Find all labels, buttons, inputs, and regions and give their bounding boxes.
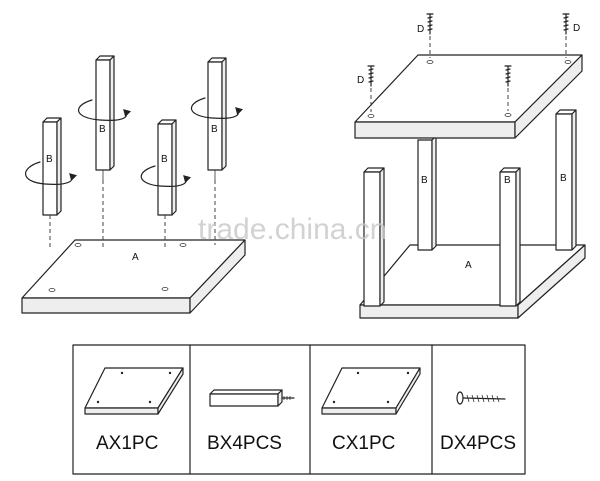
screw-icon <box>368 65 374 87</box>
legend-label: CX1PC <box>332 433 395 454</box>
right-top-board <box>354 54 583 139</box>
part-label-d: D <box>573 23 580 34</box>
left-step-illustration: A B B B <box>21 55 246 314</box>
right-board-a: A <box>359 244 586 319</box>
right-leg-front-right: B <box>499 167 521 307</box>
hole-icon <box>426 60 434 64</box>
hole-icon <box>74 243 82 247</box>
hole-icon <box>367 114 375 118</box>
parts-legend: AX1PC BX4PCS CX1PC <box>72 344 526 475</box>
rotate-arrow-icon <box>140 165 192 187</box>
screw-d4 <box>504 65 512 111</box>
part-label-d: D <box>357 75 364 86</box>
legend-label: DX4PCS <box>440 433 516 454</box>
hole-icon <box>161 287 169 291</box>
left-leg-b2: B <box>78 55 132 248</box>
legend-label: AX1PC <box>96 433 158 454</box>
left-board-a: A <box>21 239 246 314</box>
part-label-a: A <box>465 260 472 271</box>
legend-item-a: AX1PC <box>84 367 184 454</box>
watermark-text: trade.china.cn <box>198 213 386 246</box>
screw-icon <box>456 391 506 405</box>
part-label-b: B <box>46 154 53 165</box>
screw-d1: D <box>417 13 434 58</box>
left-leg-b3: B <box>140 119 192 248</box>
rotate-arrow-icon <box>25 161 78 185</box>
legend-label: BX4PCS <box>207 433 282 454</box>
right-leg-back-right: B <box>555 109 577 251</box>
right-step-illustration: A B B B <box>354 13 586 319</box>
legend-item-b: BX4PCS <box>207 389 295 454</box>
screw-icon <box>427 13 433 35</box>
hole-icon <box>48 288 56 292</box>
rotate-arrow-icon <box>191 97 244 119</box>
screw-icon <box>505 65 511 87</box>
part-label-a: A <box>132 252 139 263</box>
legend-item-d: DX4PCS <box>440 391 516 454</box>
part-label-b: B <box>421 175 428 186</box>
part-label-b: B <box>560 173 567 184</box>
part-label-b: B <box>99 124 106 135</box>
hole-icon <box>504 113 512 117</box>
hole-icon <box>564 60 572 64</box>
leg-icon <box>209 389 295 407</box>
rotate-arrow-icon <box>78 99 132 121</box>
part-label-b: B <box>211 124 218 135</box>
screw-d2: D <box>562 13 580 58</box>
part-label-d: D <box>417 24 424 35</box>
right-leg-front-left <box>363 167 385 307</box>
legend-item-c: CX1PC <box>321 367 421 454</box>
right-leg-back-left: B <box>417 135 437 251</box>
part-label-b: B <box>504 175 511 186</box>
left-leg-b4: B <box>191 57 244 245</box>
screw-d3: D <box>357 65 375 112</box>
part-label-b: B <box>161 154 168 165</box>
hole-icon <box>179 243 187 247</box>
panel-icon <box>321 367 421 415</box>
panel-icon <box>84 367 184 415</box>
screw-icon <box>563 13 569 35</box>
left-leg-b1: B <box>25 117 78 248</box>
